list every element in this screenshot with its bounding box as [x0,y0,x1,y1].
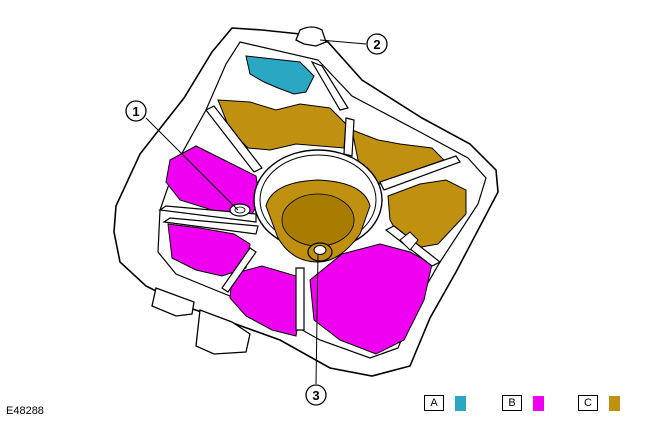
callout-1: 1 [125,100,147,122]
outlet-spigot-bottom [195,309,251,355]
callout-2: 2 [366,33,388,55]
legend-swatch-b [533,395,544,411]
figure-id-label: E48288 [6,405,44,417]
filler-neck [295,26,327,47]
fluid-region-a [245,55,315,95]
outlet-spigot-left [151,287,195,317]
svg-text:1: 1 [132,104,139,119]
callout-3: 3 [305,384,327,406]
svg-text:3: 3 [312,388,319,403]
legend-key-a: A [424,395,444,411]
fluid-region-b-bottom [229,265,301,337]
center-cylinder-shadow [281,193,355,247]
legend-swatch-c [609,395,620,411]
legend-key-c: C [578,395,598,411]
fluid-region-b-right [309,243,433,355]
legend-item-a: A [424,393,466,413]
partition-walls [158,60,461,331]
sensor-post-top [313,245,327,255]
float-outlet-inner [234,206,246,214]
legend-item-c: C [578,393,620,413]
callout-2-leader [319,39,367,45]
fluid-region-b-lower-left [167,223,251,277]
legend-item-b: B [502,393,544,413]
legend-swatch-a [455,395,466,411]
callout-1-leader [145,117,239,211]
right-fitting [399,231,419,251]
callout-3-leader [315,253,319,385]
legend-key-b: B [502,395,522,411]
svg-text:2: 2 [373,37,380,52]
